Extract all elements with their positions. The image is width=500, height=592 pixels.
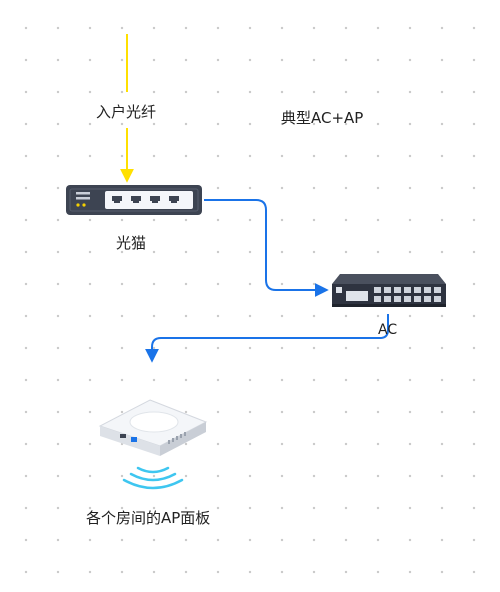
diagram-title: 典型AC+AP <box>281 109 364 127</box>
ac-controller-icon <box>332 274 446 307</box>
ap-label: 各个房间的AP面板 <box>86 509 211 527</box>
fiber-label: 入户光纤 <box>96 103 157 121</box>
modem-label: 光猫 <box>116 234 147 252</box>
modem-to-ac-connector <box>204 199 329 297</box>
wifi-waves-icon <box>122 466 184 490</box>
ceiling-ap-icon <box>98 399 208 456</box>
ac-to-ap-connector <box>145 314 389 363</box>
optical-modem-icon <box>66 185 202 215</box>
ac-label: AC <box>378 322 398 338</box>
